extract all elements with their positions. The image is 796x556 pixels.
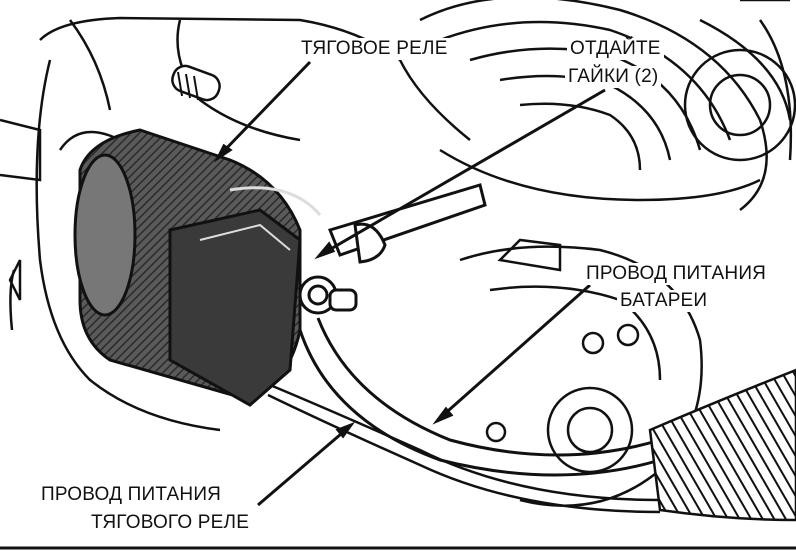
label-solenoid-wire-line1: ПРОВОД ПИТАНИЯ	[38, 484, 225, 506]
positive-terminal-rod	[327, 183, 487, 264]
leader-lines	[214, 60, 606, 507]
leader-solenoid-wire	[257, 426, 349, 507]
label-battery-cable-line1: ПРОВОД ПИТАНИЯ	[583, 263, 770, 285]
corrugated-conduit	[648, 368, 796, 522]
leader-solenoid	[218, 60, 312, 157]
leader-nuts	[321, 88, 606, 256]
terminal-nut	[298, 275, 358, 315]
label-nuts-line2: ГАЙКИ (2)	[565, 66, 662, 88]
label-battery-cable-line2: БАТАРЕИ	[617, 290, 711, 312]
label-nuts-line1: ОТДАЙТЕ	[567, 38, 664, 60]
solenoid-wire	[267, 383, 661, 514]
starter-housing	[419, 0, 796, 211]
label-solenoid-wire-line2: ТЯГОВОГО РЕЛЕ	[88, 512, 253, 534]
stud-bolt	[171, 64, 221, 102]
solenoid-body	[73, 128, 322, 407]
battery-cable	[298, 317, 661, 477]
leader-battery-cable	[439, 283, 591, 420]
label-solenoid: ТЯГОВОЕ РЕЛЕ	[298, 38, 451, 60]
engine-block	[0, 16, 471, 432]
flange-bolt	[485, 323, 640, 443]
